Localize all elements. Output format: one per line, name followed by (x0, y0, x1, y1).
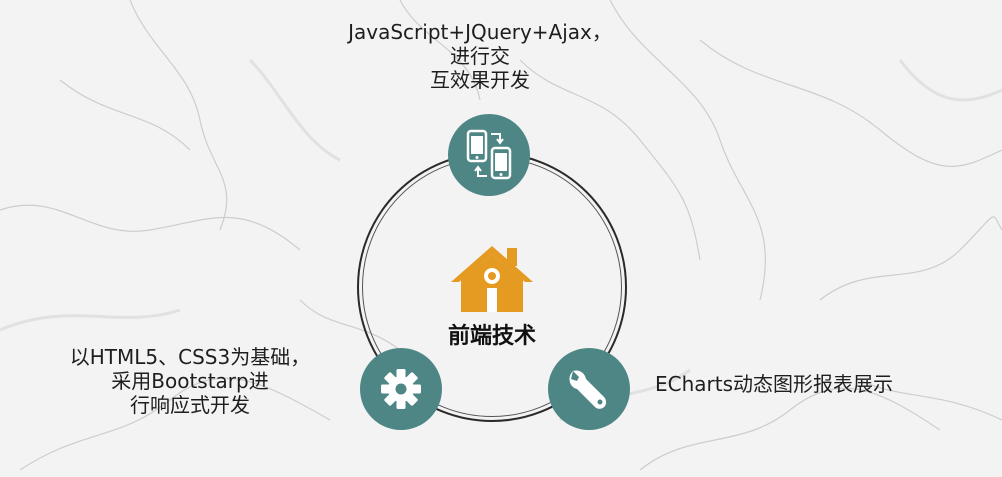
left-node (360, 348, 442, 430)
right-description-line-1: ECharts动态图形报表展示 (655, 372, 894, 396)
left-description-line-3: 行响应式开发 (130, 393, 250, 417)
center-title: 前端技术 (447, 324, 536, 349)
top-node (448, 114, 530, 196)
top-description-line-1: JavaScript+JQuery+Ajax， (348, 20, 612, 44)
top-description-line-3: 互效果开发 (430, 68, 530, 92)
right-description: ECharts动态图形报表展示 (655, 372, 893, 396)
mobile-phones-icon (466, 129, 512, 180)
wrench-icon (569, 370, 607, 409)
right-node (548, 348, 630, 430)
left-description-line-2: 采用Bootstarp进 (111, 369, 269, 393)
gear-icon (381, 369, 421, 409)
house-icon (451, 246, 533, 312)
top-description-line-2: 进行交 (450, 44, 510, 68)
top-description: JavaScript+JQuery+Ajax， 进行交 互效果开发 (330, 20, 630, 92)
left-description: 以HTML5、CSS3为基础， 采用Bootstarp进 行响应式开发 (40, 345, 340, 417)
left-description-line-1: 以HTML5、CSS3为基础， (69, 345, 311, 369)
